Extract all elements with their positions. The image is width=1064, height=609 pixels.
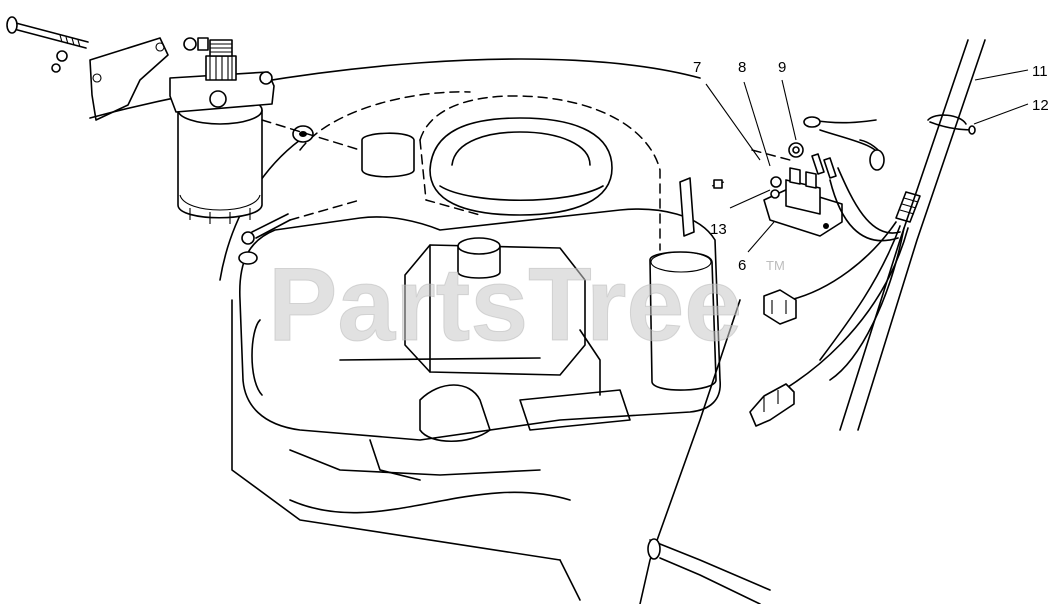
leader-lines [705, 69, 1029, 253]
callout-6: 6 [738, 257, 746, 274]
callout-12: 12 [1032, 97, 1049, 114]
watermark-trademark: TM [766, 258, 785, 273]
callout-9: 9 [778, 59, 786, 76]
wiring-harness [749, 116, 921, 427]
starter-motor [6, 16, 361, 265]
callout-8: 8 [738, 59, 746, 76]
solenoid-assembly [679, 142, 843, 237]
engine [239, 91, 721, 481]
steering-column [647, 39, 986, 605]
callout-7: 7 [693, 59, 701, 76]
callouts: 7 8 9 11 12 13 6 [693, 59, 1049, 274]
watermark-text: PartsTree [268, 247, 742, 363]
callout-13: 13 [710, 221, 727, 238]
callout-11: 11 [1032, 63, 1048, 80]
